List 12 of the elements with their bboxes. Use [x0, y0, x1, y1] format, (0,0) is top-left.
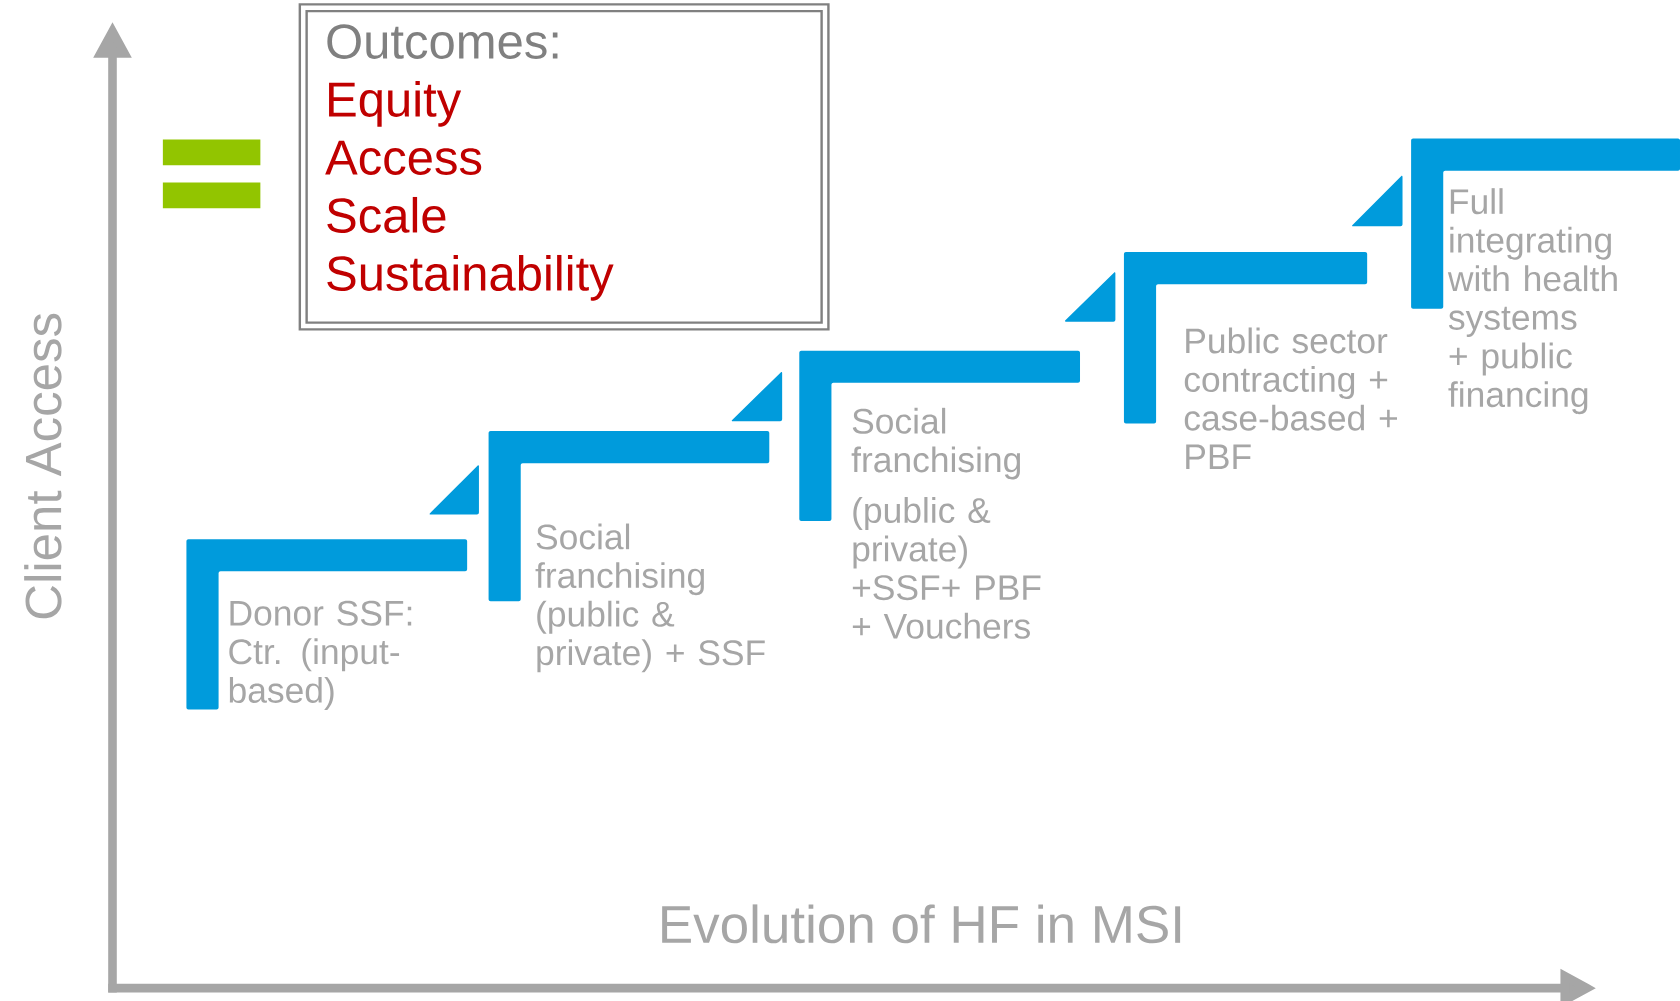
- stair-step: Public sector contracting + case-based + PBF: [1123, 252, 1397, 469]
- stair-step: Social franchising (public & private) +SSF+ PBF + Vouchers: [799, 350, 1080, 639]
- outcomes-box: Outcomes: Equity Access Scale Sustainability: [298, 3, 830, 331]
- stair-step: Social franchising (public & private) + SSF: [488, 431, 770, 673]
- node-label: (public & private) + SSF: [537, 600, 765, 673]
- node-label: PBF: [1186, 444, 1251, 469]
- stair-step: Donor SSF: Ctr. (input-based): [186, 539, 468, 710]
- stair-step: Full integrating with health systems + public financing: [1411, 138, 1680, 415]
- node-label: systems + public financing: [1448, 306, 1588, 415]
- node-label: private) +SSF+ PBF + Vouchers: [852, 535, 1041, 639]
- axis-title: Client Access: [24, 313, 62, 619]
- axis-title: Evolution of HF in MSI: [662, 904, 1181, 944]
